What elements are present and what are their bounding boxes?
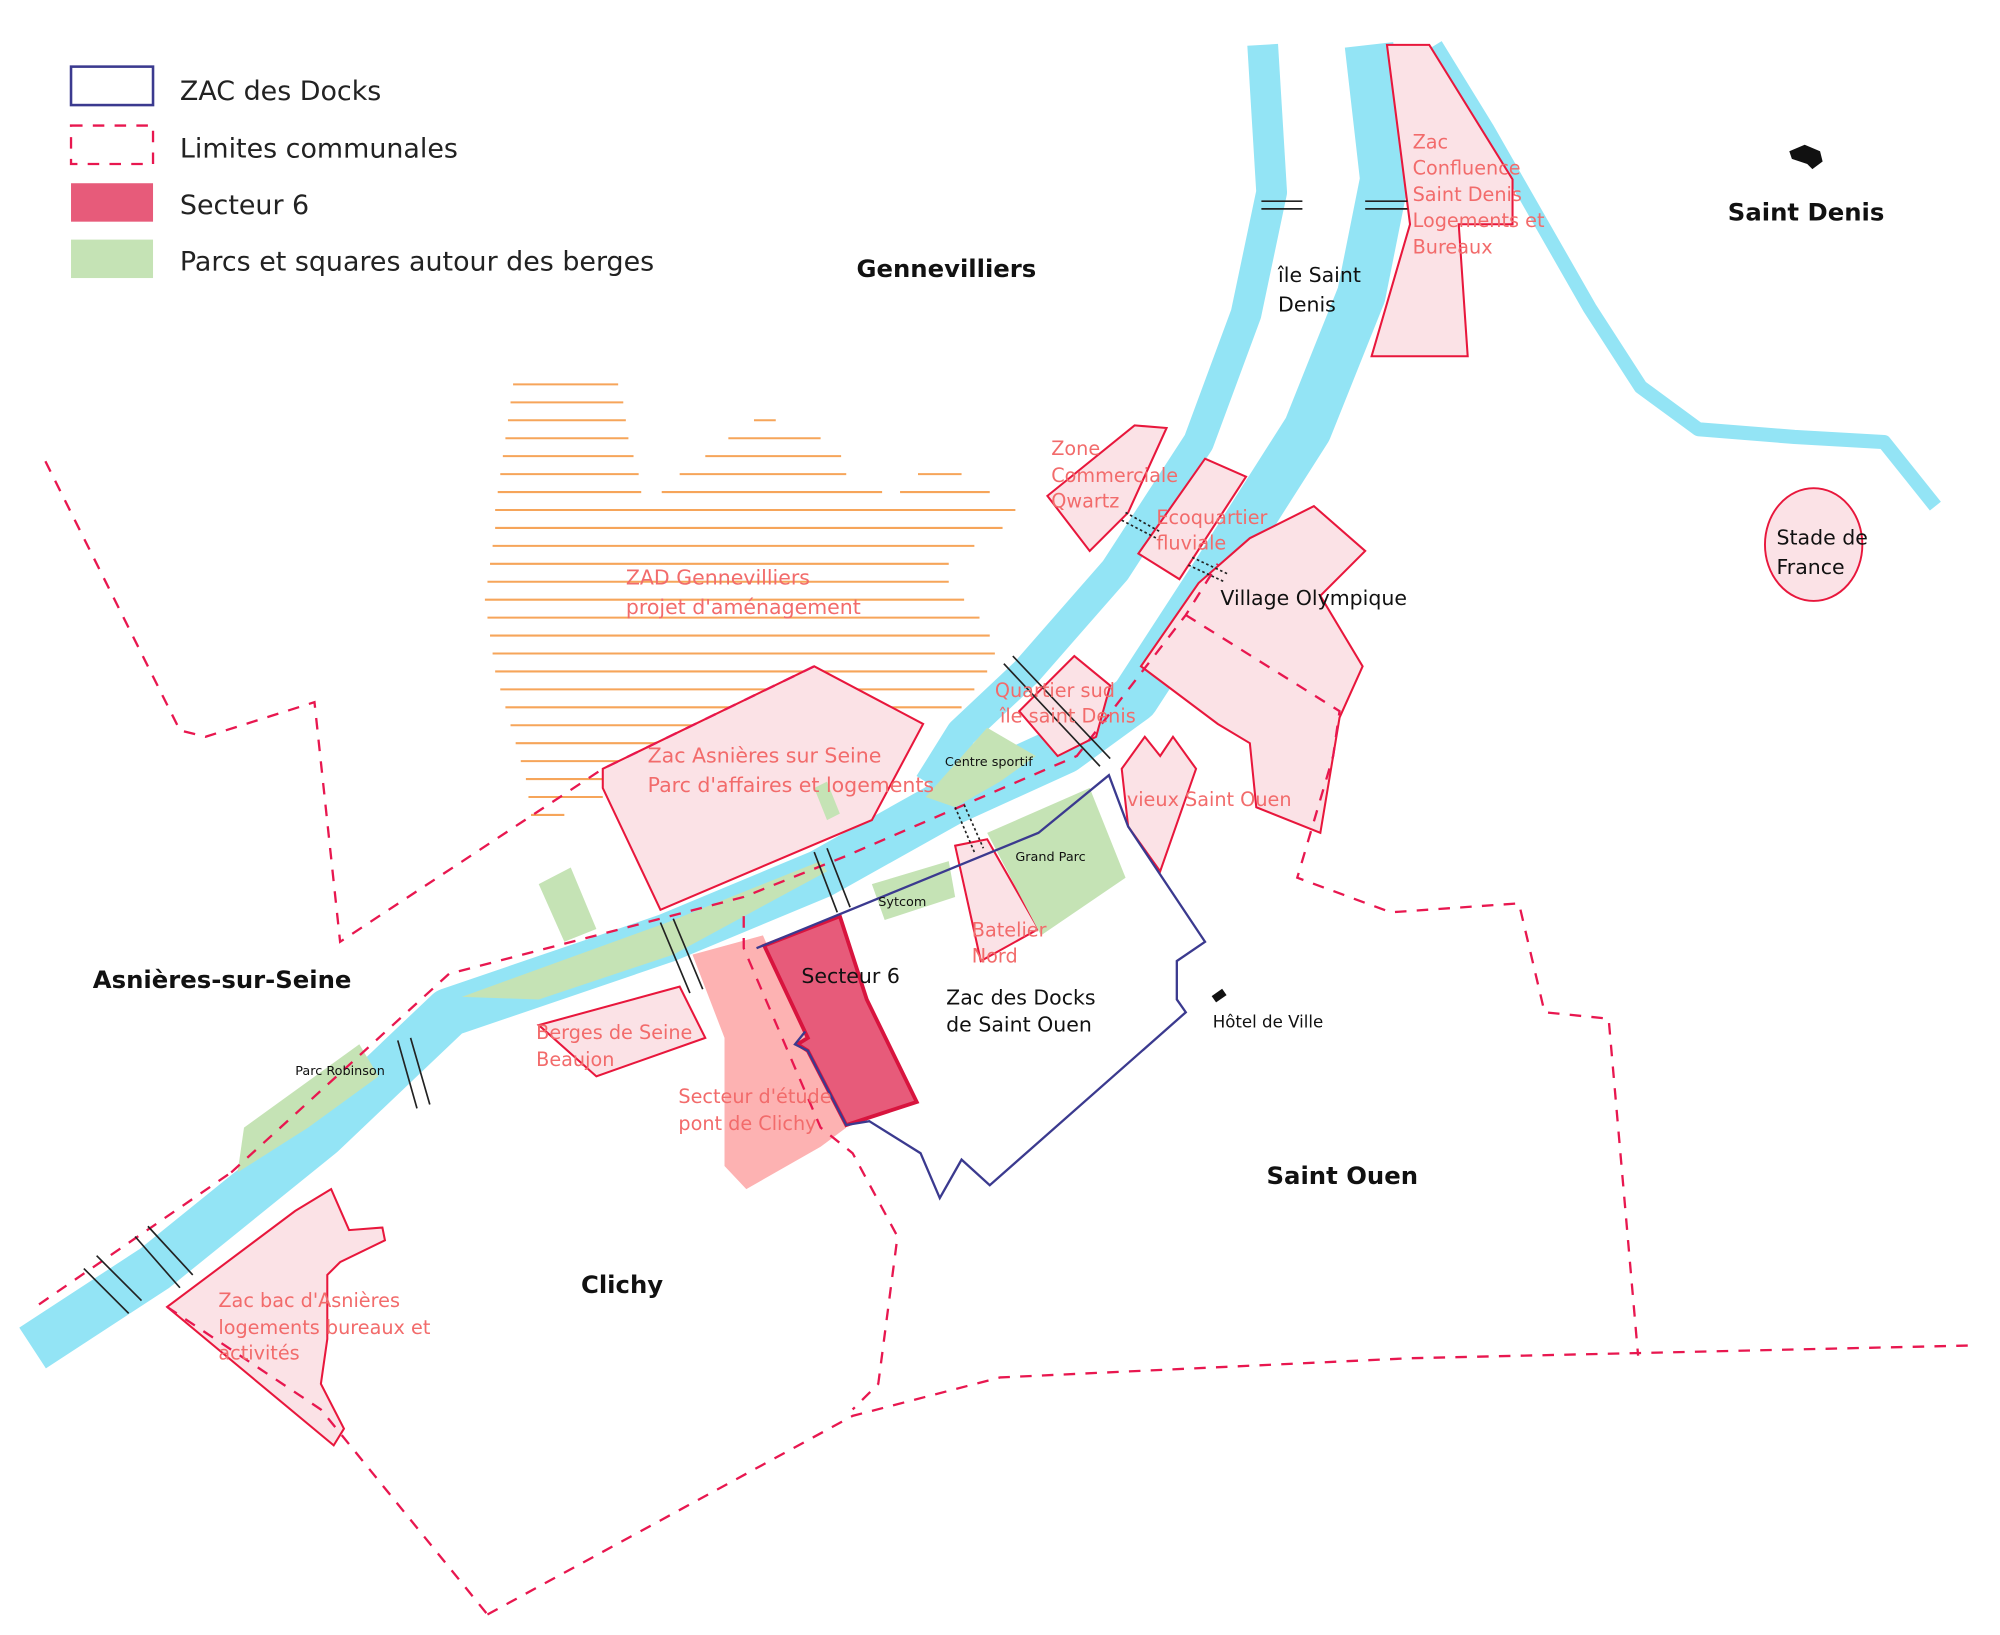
- project-label: Zac Asnières sur Seine: [648, 743, 882, 767]
- project-label: Logements et: [1413, 209, 1545, 232]
- park-berge-asnieres: [461, 861, 828, 1000]
- zone-quartier-sud: [1017, 654, 1112, 758]
- place-label: Village Olympique: [1220, 586, 1407, 610]
- project-label: Secteur d'étude: [678, 1085, 831, 1108]
- legend-swatch-parcs: [71, 239, 154, 279]
- zone-ecoquartier: [1136, 457, 1248, 581]
- park-label: Centre sportif: [945, 755, 1033, 770]
- place-label: France: [1776, 555, 1844, 579]
- place-label: Stade de: [1776, 526, 1867, 550]
- park-label: Grand Parc: [1015, 850, 1085, 865]
- project-label: projet d'aménagement: [626, 595, 861, 619]
- zone-secteur-etude: [692, 935, 847, 1190]
- place-label: Hôtel de Ville: [1213, 1013, 1324, 1032]
- park-label: Parc Robinson: [295, 1064, 385, 1079]
- park-sytcom: [871, 861, 956, 921]
- zone-berges-seine: [536, 985, 707, 1078]
- project-label: activités: [218, 1342, 299, 1365]
- park-centre-sportif: [925, 727, 1036, 808]
- legend-swatch-secteur6: [71, 183, 154, 222]
- place-label: Zac des Docks: [946, 986, 1095, 1010]
- project-label: Nord: [972, 944, 1018, 967]
- zone-qwartz: [1045, 424, 1169, 553]
- project-label: Batelier: [972, 919, 1047, 942]
- park-square-asnieres: [538, 867, 597, 942]
- commune-label: Saint Denis: [1728, 197, 1885, 226]
- canal-saint-denis: [1429, 41, 1941, 511]
- park-small: [814, 781, 840, 821]
- stade-de-france: [1764, 487, 1864, 602]
- zad-gennevilliers-hatch: [484, 383, 1016, 816]
- project-label: Zac: [1413, 131, 1449, 154]
- project-label: Parc d'affaires et logements: [648, 773, 934, 797]
- zone-zac-asnieres: [601, 665, 925, 912]
- park-robinson: [237, 1044, 379, 1173]
- legend-swatch-limites: [69, 124, 155, 166]
- zac-des-docks-outline: [756, 773, 1207, 1201]
- commune-label: Clichy: [581, 1270, 663, 1299]
- project-label: Quartier sud: [995, 679, 1115, 702]
- bridges: [83, 200, 1408, 1314]
- legend-label: Limites communales: [180, 134, 458, 165]
- project-label: Confluence: [1413, 156, 1521, 179]
- zone-village-olympique: [1139, 504, 1367, 835]
- place-label: Secteur 6: [801, 964, 900, 988]
- project-label: ZAD Gennevilliers: [626, 565, 810, 589]
- park-grand-parc: [987, 788, 1126, 936]
- park-label: Sytcom: [878, 895, 926, 910]
- place-label: Denis: [1278, 292, 1336, 316]
- hotel-de-ville-icon: [1211, 988, 1227, 1003]
- saint-denis-basilica-icon: [1789, 144, 1823, 170]
- legend-swatch-zac: [69, 65, 155, 107]
- project-label: Beaujon: [536, 1048, 614, 1071]
- project-label: Ecoquartier: [1156, 506, 1267, 529]
- project-label: Qwartz: [1051, 489, 1119, 512]
- zone-zac-confluence: [1370, 43, 1514, 358]
- project-label: fluviale: [1156, 532, 1226, 555]
- commune-label: Gennevilliers: [856, 254, 1036, 283]
- legend-label: ZAC des Docks: [180, 76, 381, 107]
- zone-vieux-saint-ouen: [1120, 734, 1198, 874]
- zone-zac-bac: [165, 1187, 387, 1447]
- project-label: Commerciale: [1051, 464, 1178, 487]
- project-label: île saint Denis: [999, 705, 1136, 728]
- project-label: Zone: [1051, 437, 1100, 460]
- project-label: pont de Clichy: [678, 1112, 816, 1135]
- place-label: île Saint: [1277, 263, 1361, 287]
- seine-west-arm: [916, 43, 1288, 793]
- legend-label: Parcs et squares autour des berges: [180, 246, 654, 277]
- project-label: logements bureaux et: [218, 1316, 430, 1339]
- place-label: de Saint Ouen: [946, 1012, 1092, 1036]
- commune-label: Saint Ouen: [1267, 1161, 1419, 1190]
- project-label: Zac bac d'Asnières: [218, 1289, 400, 1312]
- communal-limits: [38, 460, 1974, 1616]
- project-label: Berges de Seine: [536, 1021, 692, 1044]
- commune-label: Asnières-sur-Seine: [93, 965, 352, 994]
- legend: ZAC des Docks Limites communales Secteur…: [69, 65, 654, 279]
- project-label: Bureaux: [1413, 236, 1493, 259]
- project-label: vieux Saint Ouen: [1127, 788, 1292, 811]
- project-label: Saint Denis: [1413, 183, 1522, 206]
- legend-label: Secteur 6: [180, 190, 309, 221]
